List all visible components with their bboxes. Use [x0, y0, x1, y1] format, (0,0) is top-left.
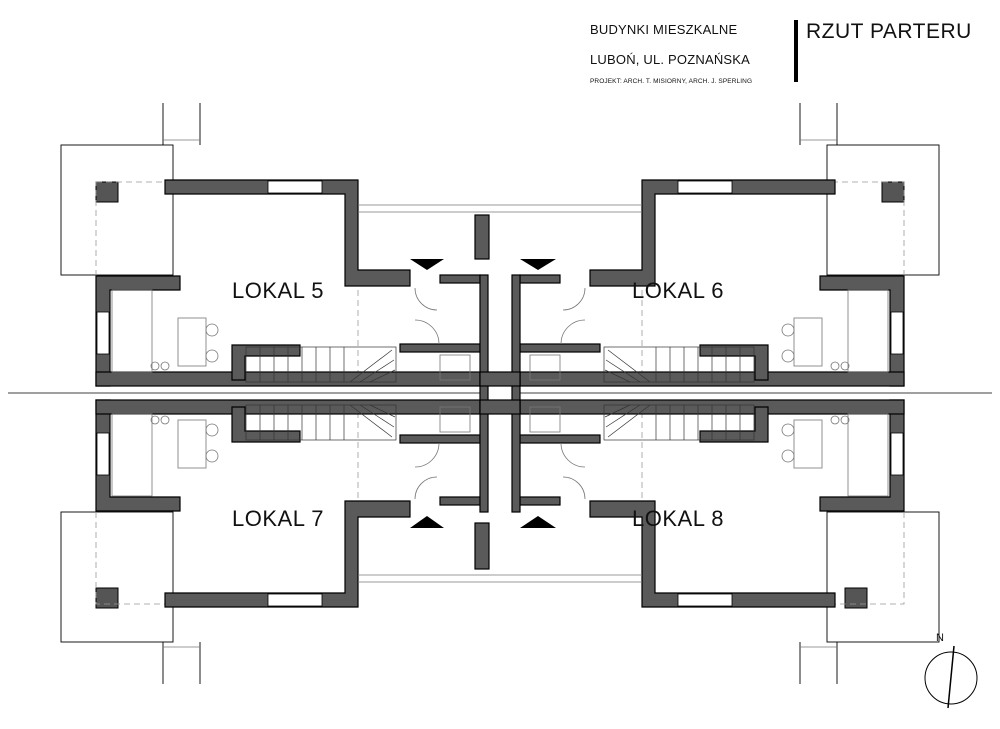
unit-label-lokal-6: LOKAL 6 [632, 278, 724, 303]
project-location: LUBOŃ, UL. POZNAŃSKA [590, 52, 751, 67]
unit-label-lokal-5: LOKAL 5 [232, 278, 324, 303]
north-label: N [936, 632, 944, 644]
north-arrow-icon [924, 645, 978, 709]
unit-lokal-5-plan [60, 103, 481, 387]
entrance-arrow-icon [410, 516, 444, 528]
unit-lokal-8-plan [519, 399, 940, 684]
project-authors: PROJEKT: ARCH. T. MISIORNY, ARCH. J. SPE… [590, 78, 753, 85]
title-divider [794, 20, 798, 82]
unit-label-lokal-7: LOKAL 7 [232, 506, 324, 531]
entrance-arrow-icon [520, 259, 556, 270]
sheet-title: RZUT PARTERU [806, 20, 972, 43]
unit-lokal-7-plan [60, 399, 481, 684]
entrance-arrow-icon [520, 516, 556, 528]
unit-lokal-6-plan [519, 103, 940, 387]
title-block: BUDYNKI MIESZKALNE LUBOŃ, UL. POZNAŃSKA … [590, 18, 995, 98]
entrance-arrow-icon [410, 259, 444, 270]
project-title: BUDYNKI MIESZKALNE [590, 22, 738, 37]
unit-label-lokal-8: LOKAL 8 [632, 506, 724, 531]
